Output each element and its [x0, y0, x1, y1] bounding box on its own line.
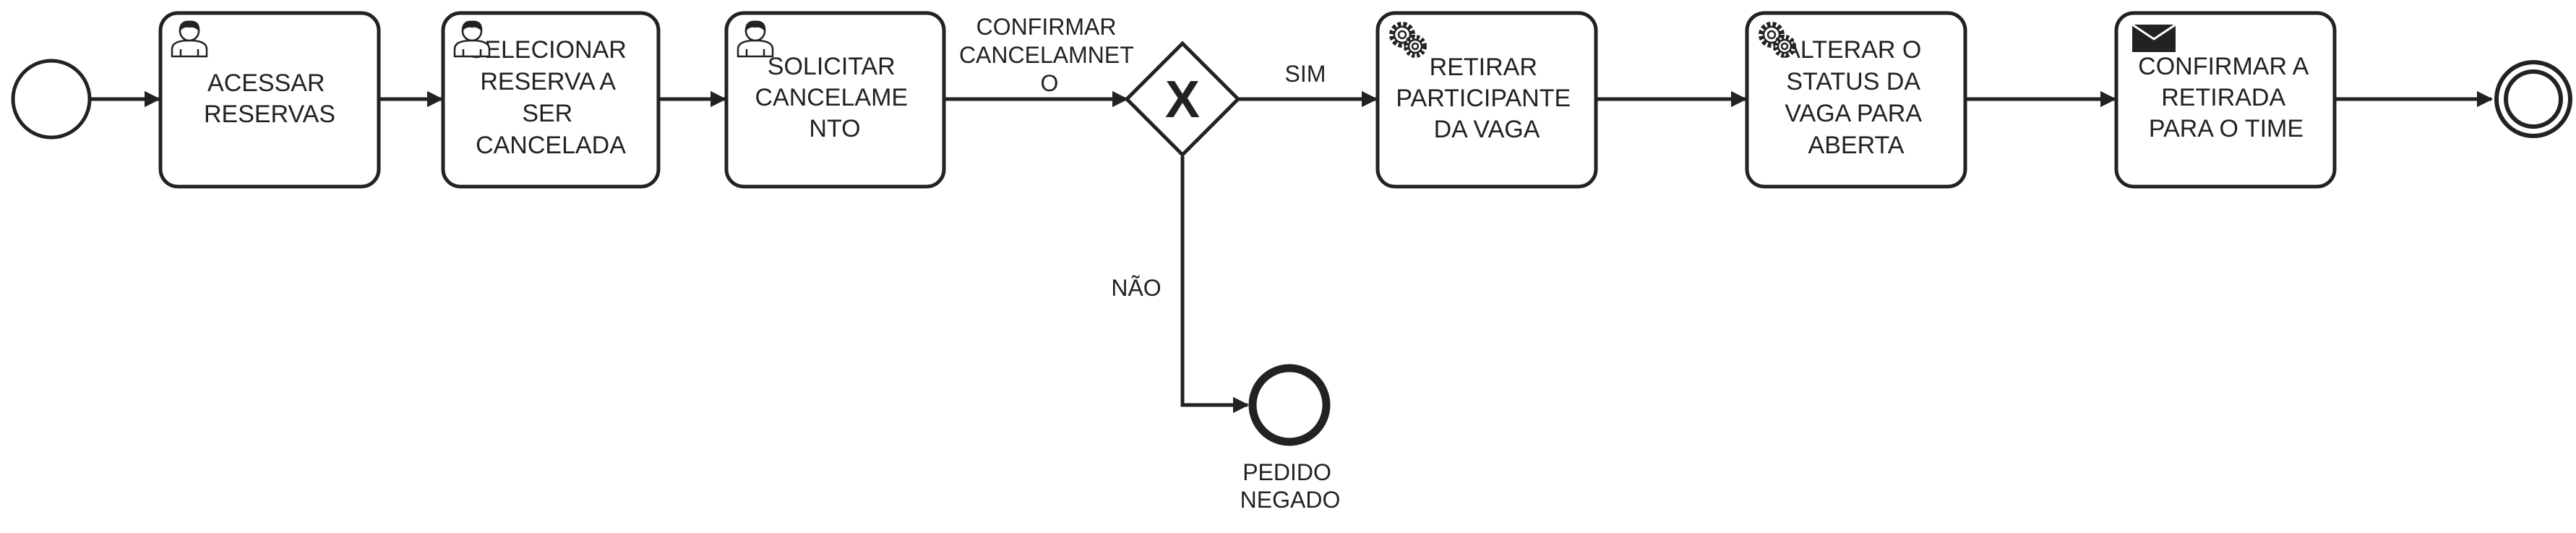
flow-label-nao: NÃO — [1111, 275, 1161, 301]
start-event[interactable] — [11, 59, 92, 140]
end-event-pedido-negado[interactable] — [1248, 364, 1331, 446]
user-icon — [453, 20, 491, 58]
task-retirar-participante[interactable]: RETIRAR PARTICIPANTE DA VAGA — [1375, 11, 1598, 189]
task-label: RETIRAR PARTICIPANTE DA VAGA — [1396, 54, 1577, 143]
task-label: CONFIRMAR A RETIRADA PARA O TIME — [2138, 53, 2314, 142]
task-label-line: ACESSAR — [207, 69, 325, 97]
flow-gateway-nao-to-negado — [1180, 156, 1250, 414]
task-acessar-reservas[interactable]: ACESSAR RESERVAS — [158, 11, 381, 189]
gear-icon — [1759, 22, 1796, 58]
task-alterar-status[interactable]: ALTERAR O STATUS DA VAGA PARA ABERTA — [1745, 11, 1967, 189]
exclusive-gateway[interactable]: X — [1124, 40, 1241, 158]
user-icon — [737, 20, 774, 58]
task-label-line: RETIRADA — [2161, 84, 2285, 111]
task-label-line: ALTERAR O — [1784, 36, 1921, 64]
task-solicitar-cancelamento[interactable]: SOLICITAR CANCELAME NTO — [724, 11, 946, 189]
task-label-line: PARTICIPANTE — [1396, 85, 1571, 112]
task-label-line: RETIRAR — [1430, 54, 1537, 81]
task-label-line: CANCELADA — [476, 132, 626, 159]
envelope-icon — [2131, 23, 2176, 52]
task-label: ALTERAR O STATUS DA VAGA PARA ABERTA — [1784, 36, 1928, 159]
task-label: SELECIONAR RESERVA A SER CANCELADA — [468, 36, 634, 159]
task-selecionar-reserva[interactable]: SELECIONAR RESERVA A SER CANCELADA — [441, 11, 661, 189]
user-icon — [171, 20, 208, 58]
flow-label-sim: SIM — [1285, 61, 1326, 87]
task-label-line: SOLICITAR — [768, 53, 896, 80]
task-confirmar-retirada[interactable]: CONFIRMAR A RETIRADA PARA O TIME — [2114, 11, 2337, 189]
gateway-question-line: CONFIRMAR — [976, 14, 1117, 40]
task-label: ACESSAR RESERVAS — [204, 69, 335, 128]
end-event-label: PEDIDO NEGADO — [1240, 459, 1341, 513]
task-label-line: STATUS DA — [1786, 68, 1920, 95]
task-label-line: RESERVAS — [204, 101, 335, 128]
end-event-label-line: PEDIDO — [1242, 459, 1331, 485]
task-label-line: DA VAGA — [1434, 116, 1540, 143]
sequence-flows — [91, 90, 2494, 414]
gateway-question-line: CANCELAMNET — [959, 42, 1133, 68]
task-label-line: CONFIRMAR A — [2138, 53, 2309, 80]
end-event-final[interactable] — [2494, 60, 2572, 138]
task-label-line: ABERTA — [1808, 132, 1905, 159]
task-label-line: VAGA PARA — [1785, 100, 1922, 127]
gateway-x-icon: X — [1165, 71, 1200, 129]
gateway-question-label: CONFIRMAR CANCELAMNET O — [959, 14, 1140, 96]
task-label-line: CANCELAME — [755, 84, 908, 111]
task-label: SOLICITAR CANCELAME NTO — [755, 53, 914, 142]
task-label-line: NTO — [809, 115, 860, 142]
gear-icon — [1389, 22, 1427, 58]
gateway-question-line: O — [1041, 70, 1059, 96]
task-label-line: SER — [522, 100, 572, 127]
task-label-line: PARA O TIME — [2149, 115, 2304, 142]
end-event-label-line: NEGADO — [1240, 487, 1341, 513]
task-label-line: RESERVA A — [480, 68, 616, 95]
task-label-line: SELECIONAR — [468, 36, 627, 64]
